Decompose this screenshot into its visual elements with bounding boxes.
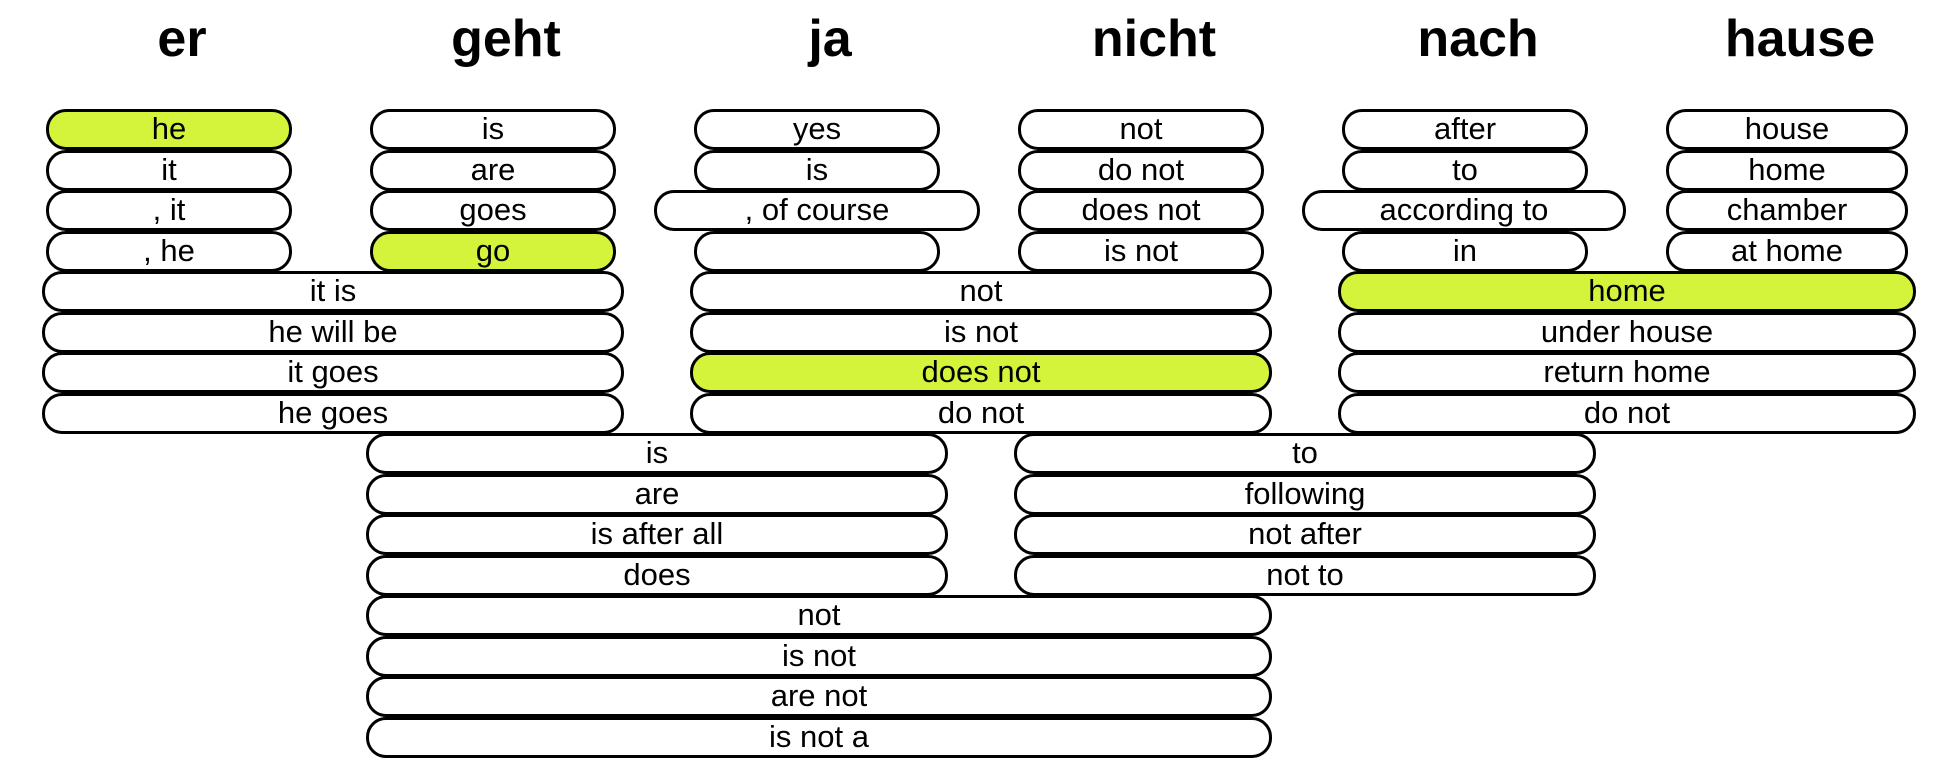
translation-option-geht-ja-2: are [366,474,948,515]
translation-option-ja-1: yes [694,109,940,150]
translation-option-nach-hause-2: under house [1338,312,1916,353]
translation-option-ja-nicht-3: does not [690,352,1272,393]
translation-option-nach-1: after [1342,109,1588,150]
translation-option-nach-2: to [1342,150,1588,191]
translation-option-er-2: it [46,150,292,191]
translation-option-nicht-nach-1: to [1014,433,1596,474]
translation-option-geht-ja-nicht-2: is not [366,636,1272,677]
translation-option-hause-2: home [1666,150,1908,191]
translation-option-nicht-4: is not [1018,231,1264,272]
translation-option-nach-hause-4: do not [1338,393,1916,434]
translation-option-nicht-3: does not [1018,190,1264,231]
translation-option-ja-2: is [694,150,940,191]
source-word-nach: nach [1417,10,1539,68]
translation-option-geht-ja-1: is [366,433,948,474]
translation-option-hause-1: house [1666,109,1908,150]
translation-option-ja-4 [694,231,940,272]
translation-option-nach-hause-3: return home [1338,352,1916,393]
translation-option-nach-4: in [1342,231,1588,272]
source-word-er: er [157,10,207,68]
translation-option-er-geht-4: he goes [42,393,624,434]
translation-option-geht-ja-4: does [366,555,948,596]
translation-option-geht-ja-3: is after all [366,514,948,555]
translation-option-geht-ja-nicht-3: are not [366,676,1272,717]
translation-option-geht-2: are [370,150,616,191]
translation-option-ja-nicht-4: do not [690,393,1272,434]
translation-option-geht-1: is [370,109,616,150]
translation-option-ja-nicht-2: is not [690,312,1272,353]
source-word-ja: ja [808,10,852,68]
translation-option-hause-4: at home [1666,231,1908,272]
translation-option-nicht-2: do not [1018,150,1264,191]
source-word-hause: hause [1724,10,1876,68]
translation-option-geht-ja-nicht-1: not [366,595,1272,636]
translation-option-nicht-nach-2: following [1014,474,1596,515]
source-word-geht: geht [451,10,561,68]
translation-option-nicht-nach-3: not after [1014,514,1596,555]
translation-option-nicht-nach-4: not to [1014,555,1596,596]
translation-option-ja-3: , of course [654,190,980,231]
translation-option-ja-nicht-1: not [690,271,1272,312]
translation-option-hause-3: chamber [1666,190,1908,231]
translation-option-er-geht-2: he will be [42,312,624,353]
translation-option-nicht-1: not [1018,109,1264,150]
translation-option-geht-4: go [370,231,616,272]
translation-option-er-geht-1: it is [42,271,624,312]
translation-option-nach-3: according to [1302,190,1626,231]
translation-option-er-1: he [46,109,292,150]
translation-option-nach-hause-1: home [1338,271,1916,312]
translation-option-geht-ja-nicht-4: is not a [366,717,1272,758]
translation-option-geht-3: goes [370,190,616,231]
translation-option-er-geht-3: it goes [42,352,624,393]
source-word-nicht: nicht [1091,10,1217,68]
translation-option-er-4: , he [46,231,292,272]
translation-option-er-3: , it [46,190,292,231]
